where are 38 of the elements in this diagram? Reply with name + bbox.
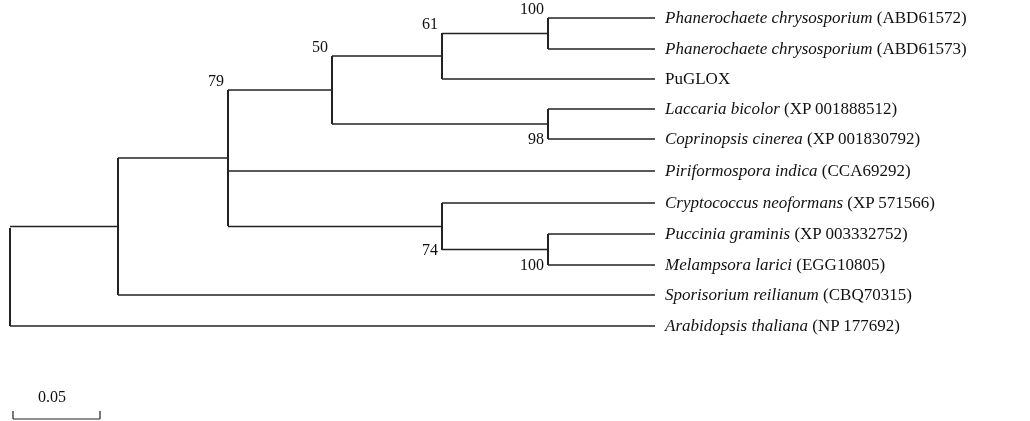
scale-label: 0.05 <box>38 388 66 406</box>
bootstrap-value: 100 <box>520 256 544 274</box>
taxon-label: Piriformospora indica (CCA69292) <box>665 161 911 181</box>
taxon-label: PuGLOX <box>665 69 731 89</box>
branch-line <box>441 248 549 251</box>
branch-line <box>9 225 119 228</box>
branch-line <box>441 202 656 204</box>
bootstrap-value: 61 <box>422 15 438 33</box>
branch-line <box>547 233 656 235</box>
bootstrap-value: 50 <box>312 38 328 56</box>
taxon-label: Phanerochaete chrysosporium (ABD61573) <box>665 39 967 59</box>
taxon-label: Phanerochaete chrysosporium (ABD61572) <box>665 8 967 28</box>
branch-line <box>117 157 229 159</box>
branch-line <box>331 55 443 57</box>
taxon-label: Puccinia graminis (XP 003332752) <box>665 224 908 244</box>
bootstrap-value: 74 <box>422 241 438 259</box>
branch-line <box>547 17 656 19</box>
branch-line <box>227 225 443 228</box>
branch-line <box>227 89 333 91</box>
taxon-label: Arabidopsis thaliana (NP 177692) <box>665 316 901 336</box>
branch-line <box>331 123 549 125</box>
branch-line <box>547 138 656 140</box>
branch-line <box>9 325 656 327</box>
branch-line <box>117 294 656 296</box>
taxon-label: Coprinopsis cinerea (XP 001830792) <box>665 129 921 149</box>
taxon-label: Cryptococcus neoformans (XP 571566) <box>665 193 935 213</box>
taxon-label: Laccaria bicolor (XP 001888512) <box>665 99 898 119</box>
branch-line <box>227 170 656 172</box>
bootstrap-value: 79 <box>208 72 224 90</box>
branch-line <box>547 48 656 50</box>
taxon-label: Melampsora larici (EGG10805) <box>665 255 886 275</box>
branch-line <box>547 108 656 110</box>
branch-line <box>547 264 656 266</box>
bootstrap-value: 100 <box>520 0 544 18</box>
taxon-label: Sporisorium reilianum (CBQ70315) <box>665 285 912 305</box>
branch-line <box>441 32 549 35</box>
branch-line <box>441 78 656 80</box>
bootstrap-value: 98 <box>528 130 544 148</box>
